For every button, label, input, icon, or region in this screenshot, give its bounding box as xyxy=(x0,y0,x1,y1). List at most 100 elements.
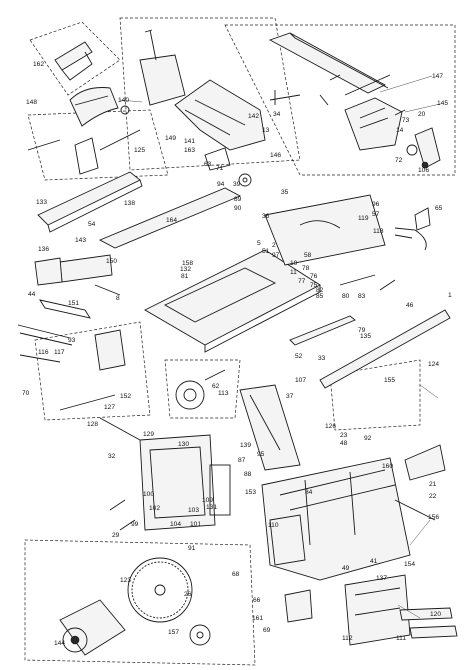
callout-150: 150 xyxy=(106,258,117,265)
callout-11: 11 xyxy=(290,269,297,276)
callout-158: 158 xyxy=(182,260,193,267)
callout-111: 111 xyxy=(396,635,406,642)
callout-73: 73 xyxy=(402,117,410,124)
callout-101: 101 xyxy=(190,521,201,528)
callout-49: 49 xyxy=(342,565,350,572)
callout-141: 141 xyxy=(184,138,195,145)
callout-70: 70 xyxy=(22,390,30,397)
left-rail-and-miter xyxy=(17,171,143,363)
callout-130: 130 xyxy=(178,441,189,448)
callout-120: 120 xyxy=(430,611,441,618)
callout-161: 161 xyxy=(252,615,263,622)
callout-116: 116 xyxy=(38,349,49,356)
callout-137: 137 xyxy=(376,575,387,582)
callout-153: 153 xyxy=(245,489,256,496)
callout-136: 136 xyxy=(38,246,49,253)
callout-143: 143 xyxy=(75,237,86,244)
callout-77: 77 xyxy=(298,278,306,285)
callout-78: 78 xyxy=(302,265,310,272)
callout-88: 88 xyxy=(244,471,252,478)
callout-54: 54 xyxy=(88,221,96,228)
callout-51: 51 xyxy=(262,248,270,255)
callout-97: 97 xyxy=(272,252,280,259)
callout-99: 99 xyxy=(131,521,139,528)
trunnion-and-bevel xyxy=(59,329,226,441)
callout-113: 113 xyxy=(218,390,229,397)
callout-162: 162 xyxy=(33,61,44,68)
blade-guard-assembly xyxy=(27,41,141,175)
callout-87: 87 xyxy=(238,457,246,464)
rip-fence-assembly xyxy=(268,32,441,169)
callout-156: 156 xyxy=(428,514,439,521)
callout-160: 160 xyxy=(382,463,393,470)
callout-164: 164 xyxy=(166,217,177,224)
callout-36: 36 xyxy=(262,213,270,220)
callout-95: 95 xyxy=(257,451,265,458)
callout-90: 90 xyxy=(234,205,242,212)
callout-144: 144 xyxy=(54,640,65,647)
callout-10: 10 xyxy=(290,260,298,267)
callout-118: 118 xyxy=(373,228,384,235)
callout-112: 112 xyxy=(342,635,353,642)
callout-123: 123 xyxy=(120,577,131,584)
callout-146: 146 xyxy=(270,152,281,159)
callout-5: 5 xyxy=(257,240,261,247)
riving-knife-assembly xyxy=(139,29,301,187)
callout-58: 58 xyxy=(304,252,312,259)
callout-91: 91 xyxy=(188,545,196,552)
callout-163: 163 xyxy=(184,147,195,154)
callout-23: 23 xyxy=(340,432,348,439)
callout-69: 69 xyxy=(263,627,271,634)
group-outlines xyxy=(24,17,456,666)
callout-126: 126 xyxy=(325,423,336,430)
callout-20: 20 xyxy=(418,111,426,118)
callout-155: 155 xyxy=(384,377,395,384)
callout-85: 85 xyxy=(316,293,324,300)
callout-46: 46 xyxy=(406,302,414,309)
callout-148: 148 xyxy=(26,99,37,106)
callout-125: 125 xyxy=(134,147,145,154)
callout-152: 152 xyxy=(120,393,131,400)
callout-83: 83 xyxy=(358,293,366,300)
callout-26: 26 xyxy=(184,591,192,598)
callout-71: 71 xyxy=(216,165,224,172)
callout-110: 110 xyxy=(268,522,279,529)
callout-1: 1 xyxy=(448,292,452,299)
callout-133: 133 xyxy=(36,199,47,206)
callout-63: 63 xyxy=(204,161,212,168)
callout-124: 124 xyxy=(428,361,439,368)
callout-22: 22 xyxy=(429,493,437,500)
callout-107: 107 xyxy=(295,377,306,384)
callout-103: 103 xyxy=(188,507,199,514)
callout-93: 93 xyxy=(68,337,76,344)
callout-147: 147 xyxy=(432,73,443,80)
cabinet-base xyxy=(139,384,411,581)
callout-140: 140 xyxy=(118,97,129,104)
callout-132: 132 xyxy=(180,266,191,273)
callout-57: 57 xyxy=(372,211,380,218)
callout-44: 44 xyxy=(28,291,36,298)
callout-34: 34 xyxy=(273,111,281,118)
callout-62: 62 xyxy=(212,383,220,390)
callout-106: 106 xyxy=(418,167,429,174)
callout-21: 21 xyxy=(429,481,437,488)
callout-109: 109 xyxy=(202,497,213,504)
leader-lines xyxy=(119,75,441,619)
side-panels xyxy=(344,444,458,646)
callout-52: 52 xyxy=(295,353,303,360)
callout-135: 135 xyxy=(360,333,371,340)
callout-128: 128 xyxy=(87,421,98,428)
callout-80: 80 xyxy=(342,293,350,300)
callout-100: 100 xyxy=(143,491,154,498)
callout-65: 65 xyxy=(435,205,443,212)
callout-75: 75 xyxy=(310,282,318,289)
callout-117: 117 xyxy=(54,349,65,356)
callout-149: 149 xyxy=(165,135,176,142)
callout-35: 35 xyxy=(281,189,289,196)
callout-48: 48 xyxy=(340,440,348,447)
callout-32: 32 xyxy=(108,453,116,460)
callout-92: 92 xyxy=(364,435,372,442)
callout-14: 14 xyxy=(396,127,404,134)
callout-119: 119 xyxy=(358,215,369,222)
